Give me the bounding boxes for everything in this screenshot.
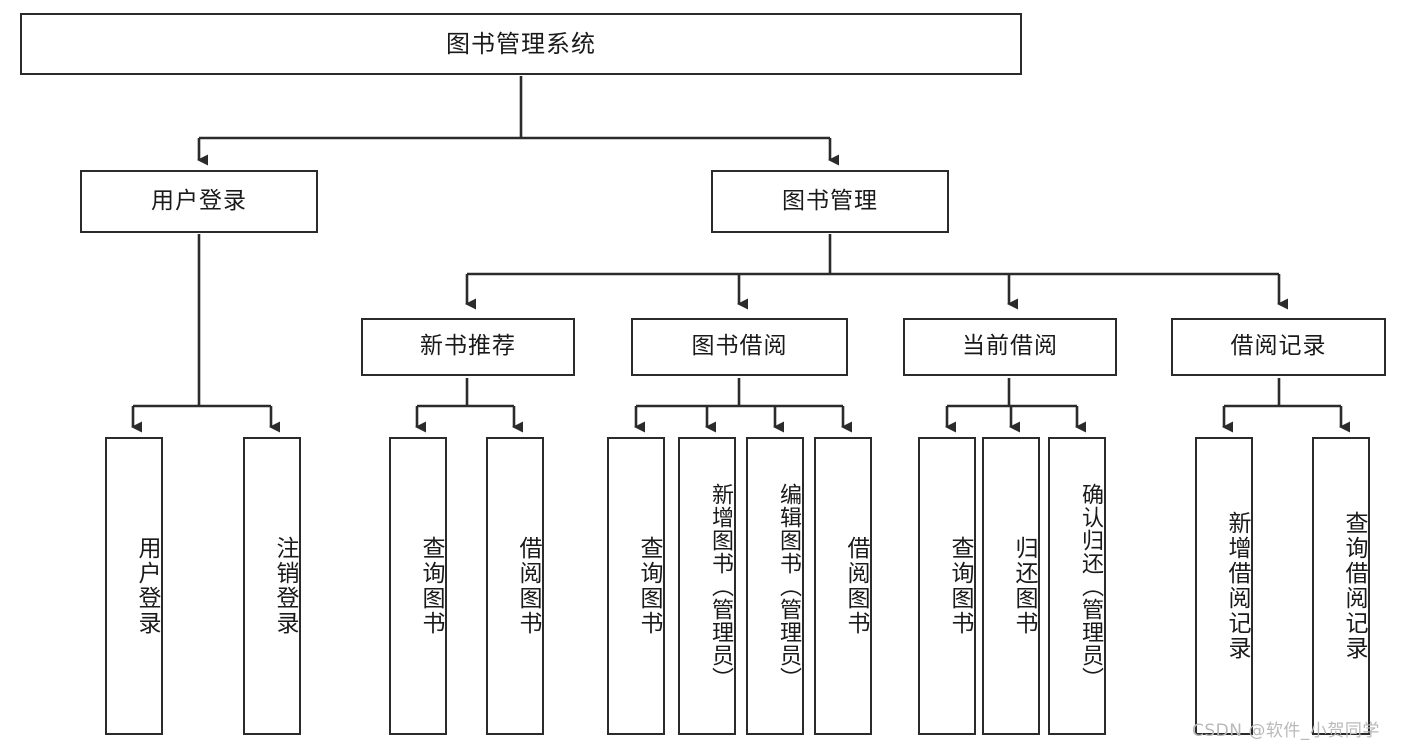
node-current-borrow[interactable]: 当前借阅 [903,318,1117,376]
leaf-borrow-records-add-record[interactable]: 新增借阅记录 [1195,437,1253,735]
node-label: 用户登录 [151,187,247,214]
node-label: 确认归还（管理员） [1078,482,1103,690]
node-book-borrow[interactable]: 图书借阅 [631,318,848,376]
node-label: 当前借阅 [962,333,1058,360]
node-root-book-management-system[interactable]: 图书管理系统 [20,13,1022,75]
node-label: 借阅图书 [843,536,869,636]
node-label: 查询借阅记录 [1341,511,1367,661]
leaf-user-login-login[interactable]: 用户登录 [105,437,163,735]
node-label: 借阅记录 [1230,333,1327,360]
node-label: 编辑图书（管理员） [776,482,801,690]
leaf-book-borrow-edit-book-admin[interactable]: 编辑图书（管理员） [746,437,804,735]
leaf-user-login-logout[interactable]: 注销登录 [243,437,301,735]
node-label: 查询图书 [636,536,662,636]
node-label: 归还图书 [1011,536,1037,636]
node-label: 新增图书（管理员） [708,482,733,690]
node-book-management[interactable]: 图书管理 [711,170,949,233]
node-label: 用户登录 [134,536,160,636]
node-label: 图书管理系统 [446,29,596,58]
node-new-book-recommend[interactable]: 新书推荐 [361,318,575,376]
leaf-current-borrow-query-book[interactable]: 查询图书 [918,437,976,735]
leaf-book-borrow-add-book-admin[interactable]: 新增图书（管理员） [678,437,736,735]
node-label: 图书管理 [782,187,878,214]
leaf-book-borrow-borrow-book[interactable]: 借阅图书 [814,437,872,735]
node-label: 新增借阅记录 [1224,511,1250,661]
node-borrow-records[interactable]: 借阅记录 [1171,318,1386,376]
leaf-book-borrow-query-book[interactable]: 查询图书 [607,437,665,735]
node-label: 查询图书 [418,536,444,636]
leaf-new-book-borrow-book[interactable]: 借阅图书 [486,437,544,735]
node-label: 借阅图书 [515,536,541,636]
leaf-new-book-query-book[interactable]: 查询图书 [389,437,447,735]
node-label: 图书借阅 [691,333,788,360]
leaf-current-borrow-confirm-return-admin[interactable]: 确认归还（管理员） [1048,437,1106,735]
node-user-login[interactable]: 用户登录 [80,170,318,233]
node-label: 新书推荐 [420,333,516,360]
leaf-current-borrow-return-book[interactable]: 归还图书 [982,437,1040,735]
leaf-borrow-records-query-record[interactable]: 查询借阅记录 [1312,437,1370,735]
watermark: CSDN @软件_小贺同学 [1192,721,1380,741]
node-label: 查询图书 [947,536,973,636]
node-label: 注销登录 [272,536,298,636]
